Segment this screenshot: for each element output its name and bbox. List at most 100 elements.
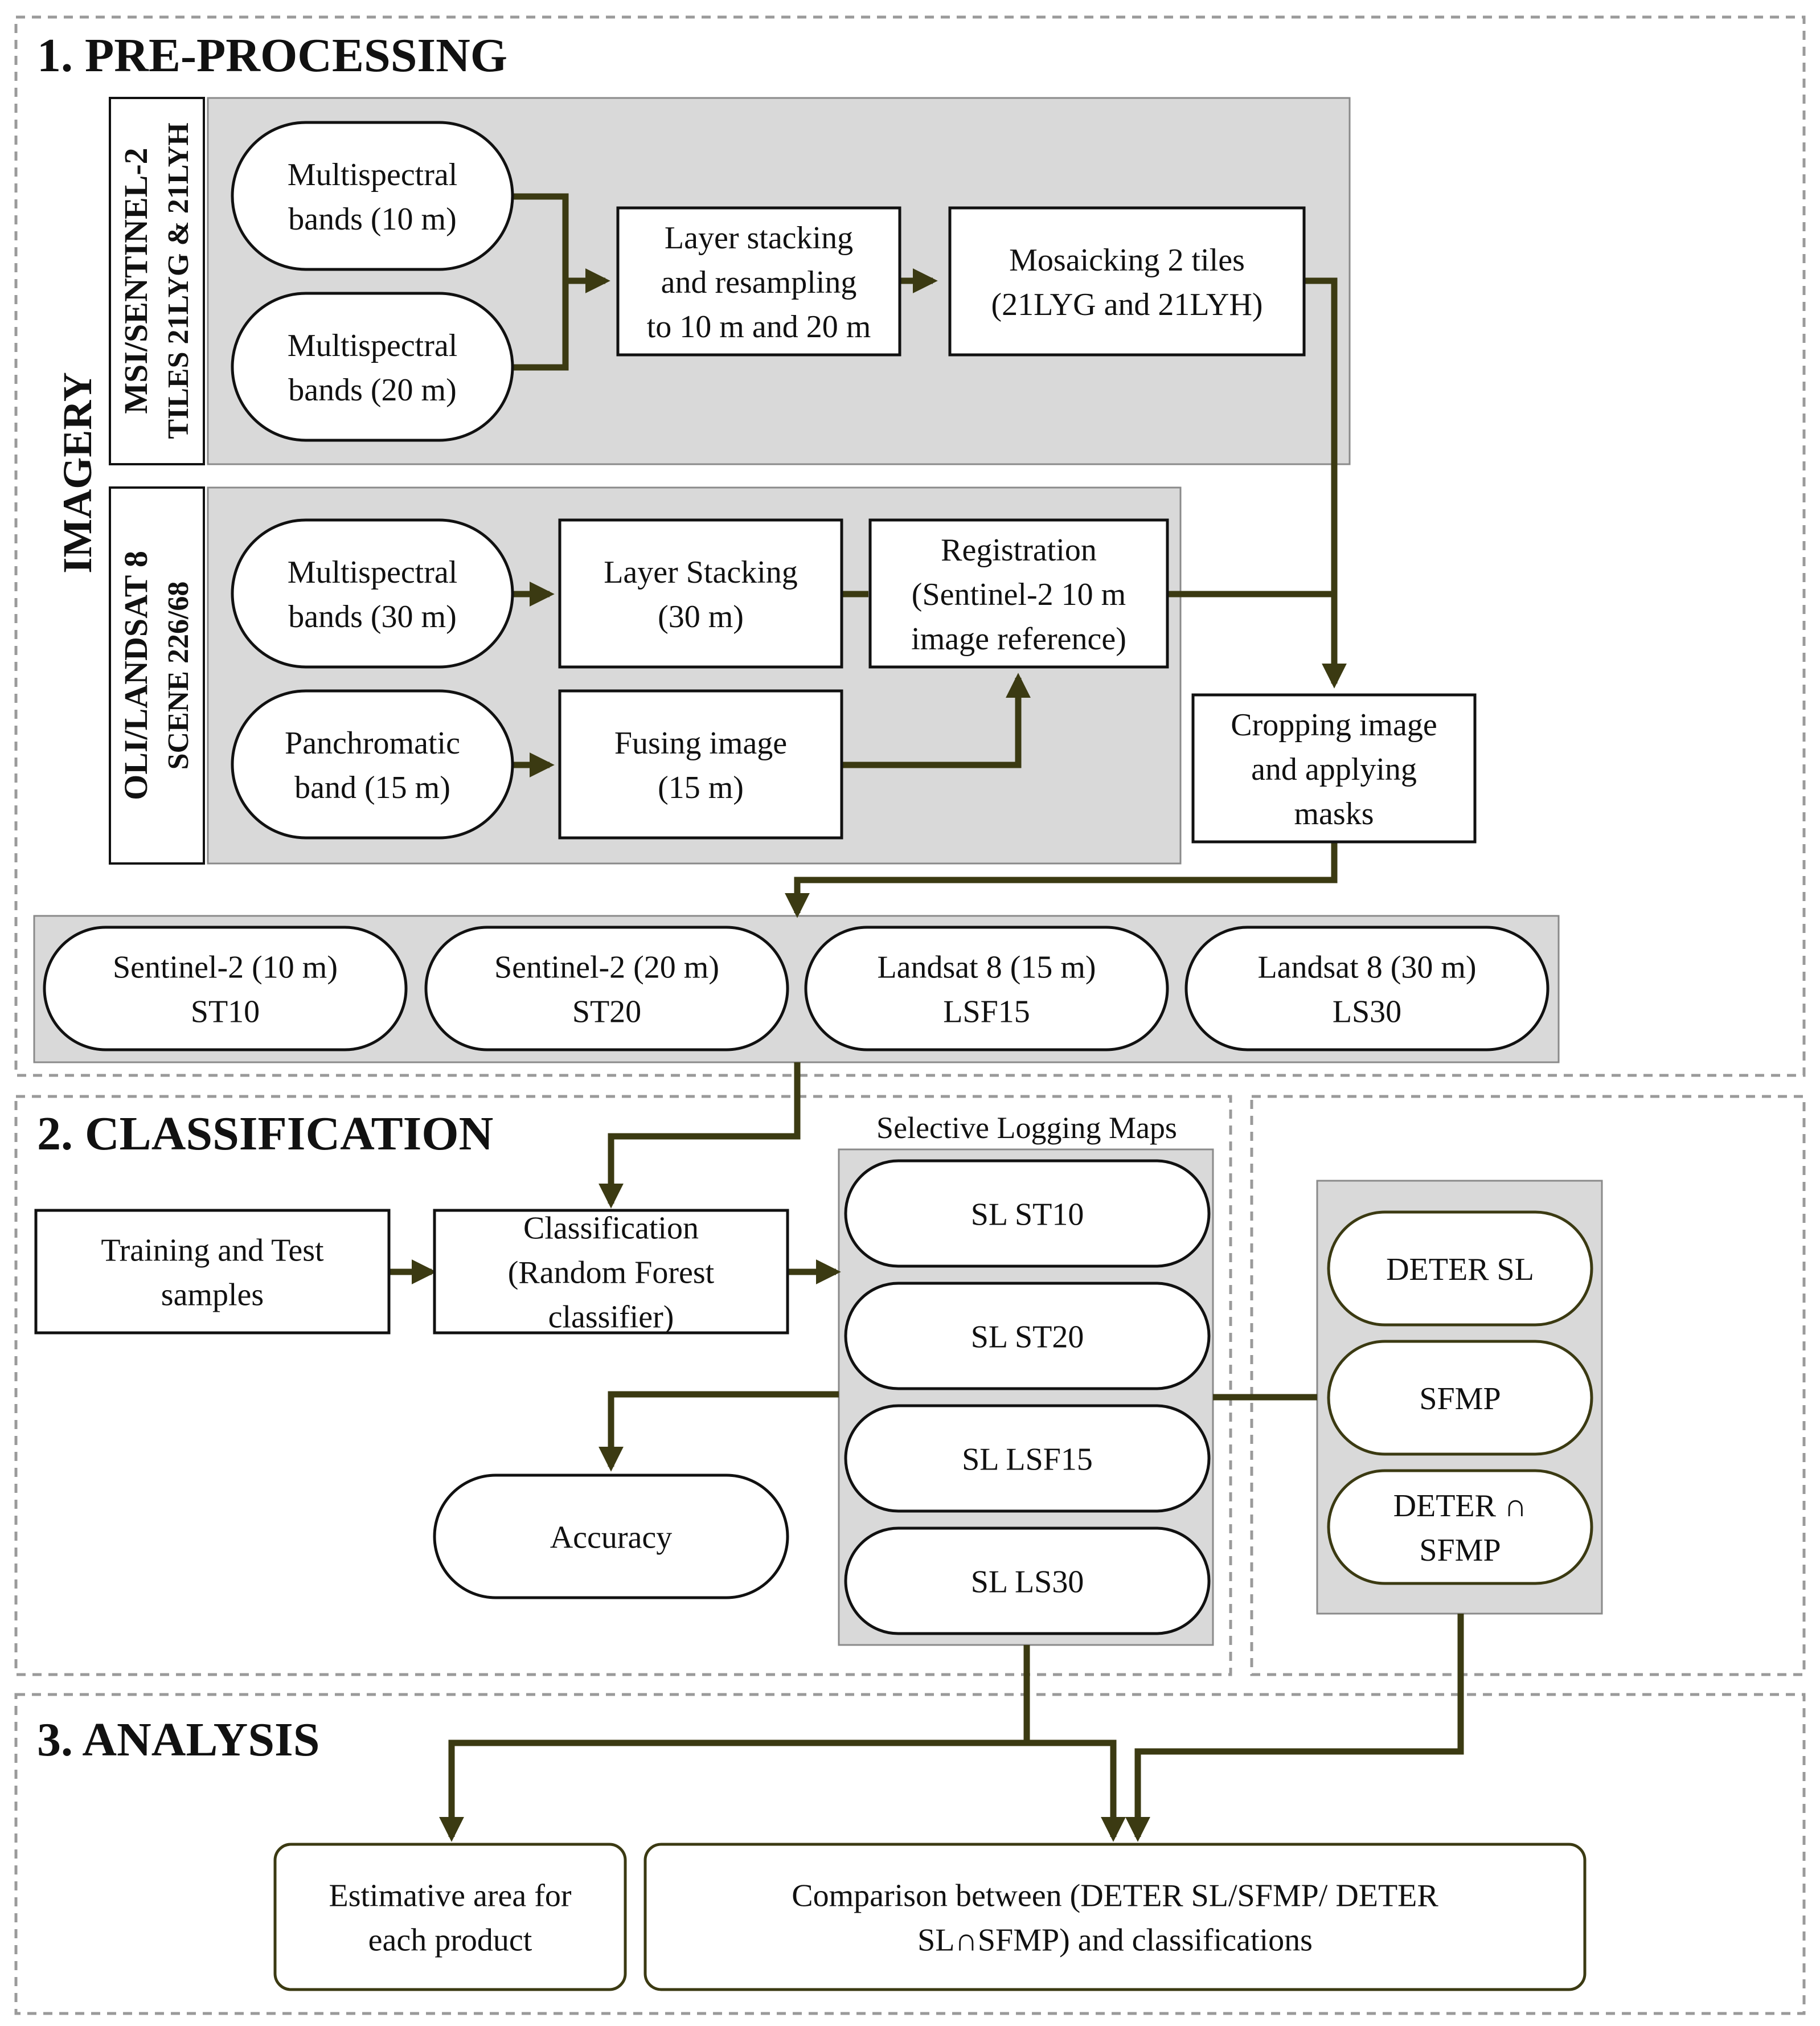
node-sentinel2-20m-shape — [424, 926, 789, 1051]
sl-maps-title: Selective Logging Maps — [876, 1111, 1177, 1145]
node-layer-stacking-30m: Layer Stacking(30 m) — [558, 518, 843, 669]
node-sl-ls30-shape — [844, 1526, 1211, 1635]
section-title-classification: 2. CLASSIFICATION — [37, 1107, 493, 1160]
node-layer-stacking-resampling-shape — [616, 206, 901, 357]
node-sfmp: SFMP — [1327, 1340, 1593, 1456]
node-random-forest-classification-shape — [433, 1209, 789, 1335]
node-mosaicking-label-1: Mosaicking 2 tiles — [1009, 243, 1245, 278]
node-sentinel2-20m: Sentinel-2 (20 m)ST20 — [424, 926, 789, 1051]
node-sentinel2-10m-shape — [43, 926, 408, 1051]
node-landsat8-30m: Landsat 8 (30 m) LS30 — [1184, 926, 1550, 1051]
node-panchromatic-15m-shape — [231, 689, 514, 840]
node-multispectral-30m-label-2: bands (30 m) — [288, 599, 457, 635]
section-products-frame — [1250, 1095, 1806, 1676]
node-sl-st10-shape — [844, 1159, 1211, 1268]
connector-cropping-to-products — [785, 843, 1338, 918]
node-deter-sl-label-1: DETER SL — [1386, 1252, 1534, 1287]
node-mosaicking-label-2: (21LYG and 21LYH) — [991, 287, 1262, 322]
node-comparison: Comparison between (DETER SL/SFMP/ DETER… — [643, 1843, 1587, 1991]
node-deter-sfmp-intersection-label-1: DETER ∩ — [1393, 1488, 1527, 1524]
sentinel-label-box — [109, 97, 205, 465]
node-multispectral-30m: Multispectral bands (30 m) — [231, 518, 514, 669]
landsat-label-line1: OLI/LANDSAT 8 — [117, 551, 154, 800]
node-deter-sl-shape — [1327, 1210, 1593, 1327]
connector-ms20-merge — [513, 281, 569, 371]
node-cropping: Cropping image and applying masks — [1191, 693, 1477, 844]
section-preprocessing-frame — [14, 15, 1806, 1077]
node-accuracy-label-1: Accuracy — [550, 1520, 673, 1556]
node-cropping-label-2: and applying — [1251, 752, 1417, 787]
node-multispectral-30m-shape — [231, 518, 514, 669]
node-layer-stacking-30m-label-1: Layer Stacking — [604, 555, 798, 590]
node-landsat8-15m-label-1: Landsat 8 (15 m) — [877, 950, 1096, 985]
node-comparison-label-2: SL∩SFMP) and classifications — [917, 1923, 1313, 1958]
node-deter-sfmp-intersection: DETER ∩ SFMP — [1327, 1469, 1593, 1585]
node-sl-lsf15-shape — [844, 1404, 1211, 1513]
node-multispectral-20m-shape — [231, 292, 514, 442]
node-registration: Registration (Sentinel-2 10 m image refere… — [868, 518, 1169, 669]
node-sl-ls30-label-1: SL LS30 — [971, 1565, 1084, 1600]
node-landsat8-30m-label-2: LS30 — [1333, 994, 1401, 1030]
node-registration-label-2: (Sentinel-2 10 m — [912, 577, 1126, 612]
node-sl-st20-shape — [844, 1282, 1211, 1390]
node-fusing-image-label-2: (15 m) — [658, 770, 744, 805]
connector-mosaic-to-cropping — [1304, 277, 1347, 689]
section-title-preprocessing: 1. PRE-PROCESSING — [37, 29, 507, 82]
node-multispectral-20m-label-2: bands (20 m) — [288, 373, 457, 408]
node-deter-sfmp-intersection-label-2: SFMP — [1419, 1533, 1501, 1568]
node-sl-st20-label-1: SL ST20 — [971, 1320, 1084, 1355]
node-panchromatic-15m: Panchromatic band (15 m) — [231, 689, 514, 840]
node-fusing-image: Fusing image (15 m) — [558, 689, 843, 840]
node-landsat8-15m-label-2: LSF15 — [943, 994, 1030, 1030]
connector-ms10-merge — [513, 193, 569, 281]
landsat-label-line2: SCENE 226/68 — [162, 582, 195, 770]
node-landsat8-30m-label-1: Landsat 8 (30 m) — [1257, 950, 1476, 985]
node-panchromatic-15m-label-2: band (15 m) — [294, 770, 450, 805]
node-registration-label-3: image reference) — [911, 621, 1126, 657]
node-sfmp-label-1: SFMP — [1419, 1381, 1501, 1417]
node-mosaicking-shape — [948, 206, 1306, 357]
node-estimative-area-shape — [273, 1843, 627, 1991]
node-layer-stacking-30m-shape — [558, 518, 843, 669]
node-accuracy-shape — [433, 1474, 789, 1599]
connectors — [389, 193, 1464, 1842]
node-sl-lsf15: SL LSF15 — [844, 1404, 1211, 1513]
landsat-label-box — [109, 486, 205, 865]
node-training-test-samples-label-1: Training and Test — [101, 1233, 324, 1268]
node-multispectral-30m-label-1: Multispectral — [288, 555, 458, 590]
node-estimative-area-label-2: each product — [368, 1923, 532, 1958]
node-deter-sl: DETER SL — [1327, 1210, 1593, 1327]
node-multispectral-10m-label-2: bands (10 m) — [288, 202, 457, 237]
node-layer-stacking-resampling-label-1: Layer stacking — [665, 220, 853, 256]
imagery-label: IMAGERY — [55, 372, 100, 573]
node-sl-ls30: SL LS30 — [844, 1526, 1211, 1635]
node-sl-st20: SL ST20 — [844, 1282, 1211, 1390]
node-cropping-label-1: Cropping image — [1231, 707, 1437, 743]
node-cropping-label-3: masks — [1294, 796, 1374, 832]
node-layer-stacking-resampling-label-2: and resampling — [661, 265, 857, 300]
node-layer-stacking-resampling: Layer stacking and resampling to 10 m and … — [616, 206, 901, 357]
connector-products-to-classifier — [599, 1062, 801, 1209]
node-mosaicking: Mosaicking 2 tiles (21LYG and 21LYH) — [948, 206, 1306, 357]
node-registration-label-1: Registration — [941, 533, 1097, 568]
node-fusing-image-label-1: Fusing image — [614, 726, 787, 761]
node-landsat8-15m-shape — [804, 926, 1169, 1051]
node-layer-stacking-resampling-label-3: to 10 m and 20 m — [647, 309, 871, 345]
node-sfmp-shape — [1327, 1340, 1593, 1456]
node-sentinel2-10m: Sentinel-2 (10 m) ST10 — [43, 926, 408, 1051]
node-training-test-samples-shape — [34, 1209, 391, 1335]
node-accuracy: Accuracy — [433, 1474, 789, 1599]
node-sentinel2-10m-label-2: ST10 — [191, 994, 260, 1030]
node-registration-shape — [868, 518, 1169, 669]
node-sentinel2-10m-label-1: Sentinel-2 (10 m) — [113, 950, 338, 985]
node-panchromatic-15m-label-1: Panchromatic — [285, 726, 460, 761]
node-multispectral-10m-shape — [231, 121, 514, 271]
connector-reference-to-comparison — [1125, 1614, 1464, 1842]
connector-slmaps-to-analysis — [439, 1645, 1030, 1842]
